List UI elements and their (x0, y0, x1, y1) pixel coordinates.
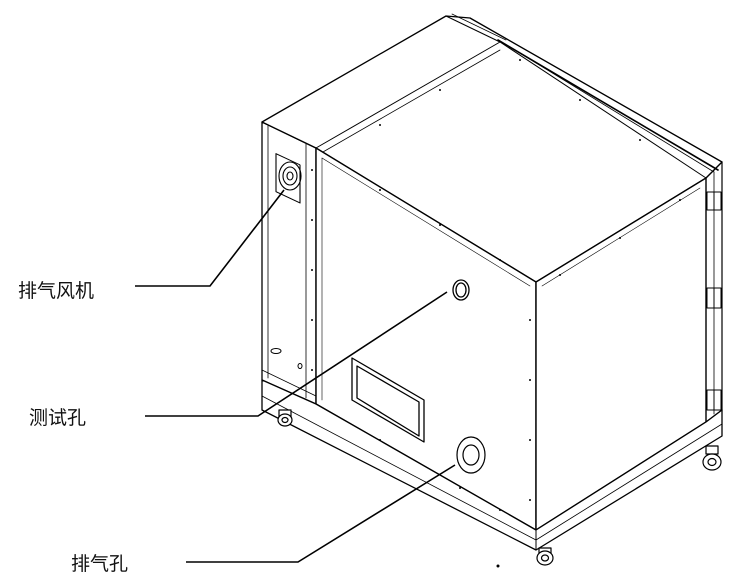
leader-exhaust-hole (186, 464, 456, 563)
side-handle (270, 348, 303, 369)
exhaust-hole (456, 436, 486, 474)
leader-lines (135, 189, 456, 563)
door-hinges (706, 191, 722, 411)
panel-rivets (311, 59, 681, 568)
exhaust-fan (275, 153, 302, 204)
top-lid (261, 13, 723, 283)
label-test-hole: 测试孔 (29, 407, 87, 429)
label-exhaust-hole: 排气孔 (71, 553, 129, 575)
base-frame (261, 379, 723, 551)
caster-wheels (277, 409, 722, 566)
leader-exhaust-fan (135, 189, 285, 287)
access-panel (351, 357, 425, 443)
label-exhaust-fan: 排气风机 (18, 280, 95, 302)
test-hole (452, 279, 470, 301)
leader-test-hole (145, 291, 448, 417)
right-side-panel (535, 161, 723, 531)
